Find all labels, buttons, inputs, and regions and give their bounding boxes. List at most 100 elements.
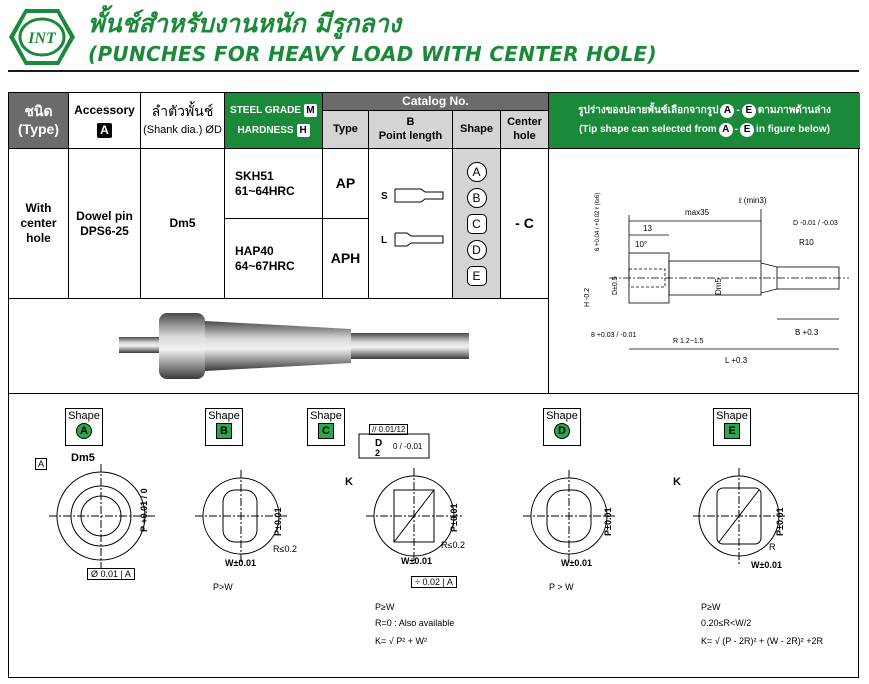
tip-from-circle-2: A: [718, 123, 733, 137]
tip-from-circle: A: [720, 104, 735, 118]
row-grade-1: SKH51 61~64HRC: [225, 149, 323, 219]
tip-to-circle: E: [741, 104, 756, 118]
title-thai: พั้นช์สำหรับงานหนัก มีรูกลาง: [88, 9, 401, 38]
dim-d0: D±0.5: [612, 276, 619, 295]
logo-text: INT: [27, 30, 57, 47]
product-photo: [9, 299, 549, 393]
steel-label: STEEL GRADE: [230, 105, 301, 116]
dim-8: 8 +0.03 / -0.01: [591, 332, 636, 339]
col-type-en: (Type): [18, 120, 59, 137]
shape-c-p: P±0.01: [449, 503, 459, 532]
col-type-th: ชนิด: [24, 103, 53, 119]
shape-c-note1: P≥W: [375, 602, 395, 612]
shape-option-b: B: [466, 187, 487, 208]
col-accessory-label: Accessory: [74, 103, 135, 117]
shape-b-p: P±0.01: [273, 507, 283, 536]
row-accessory: Dowel pin DPS6-25: [69, 149, 141, 299]
shape-c-w: W±0.01: [401, 556, 432, 566]
shape-c-d2: 2: [375, 448, 381, 458]
tip-en2: in figure below): [756, 124, 830, 135]
datum-a: A: [35, 458, 48, 470]
shape-a-badge: A: [76, 423, 92, 439]
row-type: With center hole: [9, 149, 69, 299]
shape-c-tol: 0 / -0.01: [393, 442, 423, 451]
shape-c-parallel: // 0.01/12: [369, 424, 409, 435]
steel-box: M: [303, 104, 317, 117]
shape-e-text: Shape: [716, 410, 748, 422]
dim-h: H -0.2: [584, 288, 591, 307]
shape-e-badge: E: [724, 423, 740, 439]
header-rule: [8, 70, 859, 72]
shape-c-r: R≤0.2: [441, 540, 465, 550]
shape-d-w: W±0.01: [561, 558, 592, 568]
sym-ref: A: [446, 577, 453, 587]
type-aph: APH: [323, 219, 369, 299]
dim-r10: R10: [799, 238, 814, 247]
catalog-no-header: Catalog No.: [323, 93, 549, 111]
col-b-label: B: [406, 115, 415, 128]
shape-d-note: P > W: [549, 582, 574, 592]
shape-d-p: P±0.01: [603, 507, 613, 536]
technical-drawing: max35 ℓ (min3) 13 10° D -0.01 / -0.03 R1…: [549, 149, 860, 393]
len-l: L: [381, 235, 387, 246]
col-shank-th: ลำตัวพั้นช์: [151, 102, 214, 119]
shape-e-r: R: [769, 542, 776, 552]
hardness-1: 61~64HRC: [235, 183, 295, 198]
tip-th2: ตามภาพด้านล่าง: [757, 105, 831, 116]
type-ap: AP: [323, 149, 369, 219]
shape-e-k: K: [673, 476, 681, 488]
hardness-box: H: [296, 123, 310, 137]
shape-b-badge: B: [216, 423, 232, 439]
punch-photo: [119, 313, 469, 379]
dim-dm5: Dm5: [714, 278, 723, 295]
dim-d-tol: D -0.01 / -0.03: [793, 220, 838, 227]
col-cat-shape: Shape: [453, 111, 501, 149]
shape-option-d: D: [466, 239, 487, 260]
col-shank-header: ลำตัวพั้นช์ (Shank dia.) ØD: [141, 93, 225, 149]
shape-a-concentricity: Ø 0.01 | A: [87, 568, 135, 580]
shape-e-note1: P≥W: [701, 602, 721, 612]
shape-option-e: E: [466, 265, 487, 286]
shape-e-note2: 0.20≤R<W/2: [701, 618, 752, 628]
sym-value: 0.02: [422, 577, 440, 587]
tip-en1: (Tip shape can selected from: [579, 124, 717, 135]
point-length-icons: S L: [381, 188, 444, 246]
dim-10deg: 10°: [635, 240, 647, 249]
shape-b-r: R≤0.2: [273, 544, 297, 554]
dim-l: L +0.3: [725, 356, 748, 365]
row-grade-2: HAP40 64~67HRC: [225, 219, 323, 299]
b-length-cell: S L: [369, 149, 453, 299]
shape-option-a: A: [466, 161, 487, 182]
shape-c-d: D: [375, 438, 383, 449]
shape-a-text: Shape: [68, 410, 100, 422]
shape-e-w: W±0.01: [751, 560, 782, 570]
col-b-point-length: Point length: [378, 129, 443, 142]
dim-max35: max35: [685, 208, 710, 217]
dim-side: 6 +0.04 / +0.02 ℓ (ℓ≥6): [594, 193, 601, 251]
punch-drawing: max35 ℓ (min3) 13 10° D -0.01 / -0.03 R1…: [584, 193, 849, 365]
col-type-header: ชนิด (Type): [9, 93, 69, 149]
col-center-label: Center: [507, 115, 542, 128]
col-accessory-header: Accessory A: [69, 93, 141, 149]
col-cat-b: B Point length: [369, 111, 453, 149]
shape-a-dm5: Dm5: [71, 452, 95, 464]
shape-c-text: Shape: [310, 410, 342, 422]
dim-b: B +0.3: [795, 328, 819, 337]
shape-c-k: K: [345, 476, 353, 488]
grade-1: SKH51: [235, 168, 274, 183]
grade-2: HAP40: [235, 243, 274, 258]
shape-e-note3: K= √ (P - 2R)² + (W - 2R)² +2R: [701, 636, 824, 646]
shape-b-w: W±0.01: [225, 558, 256, 568]
dim-13: 13: [643, 224, 652, 233]
shape-list-cell: A B C D E: [453, 149, 501, 299]
hardness-2: 64~67HRC: [235, 258, 295, 273]
title-english: (PUNCHES FOR HEAVY LOAD WITH CENTER HOLE…: [88, 42, 657, 66]
